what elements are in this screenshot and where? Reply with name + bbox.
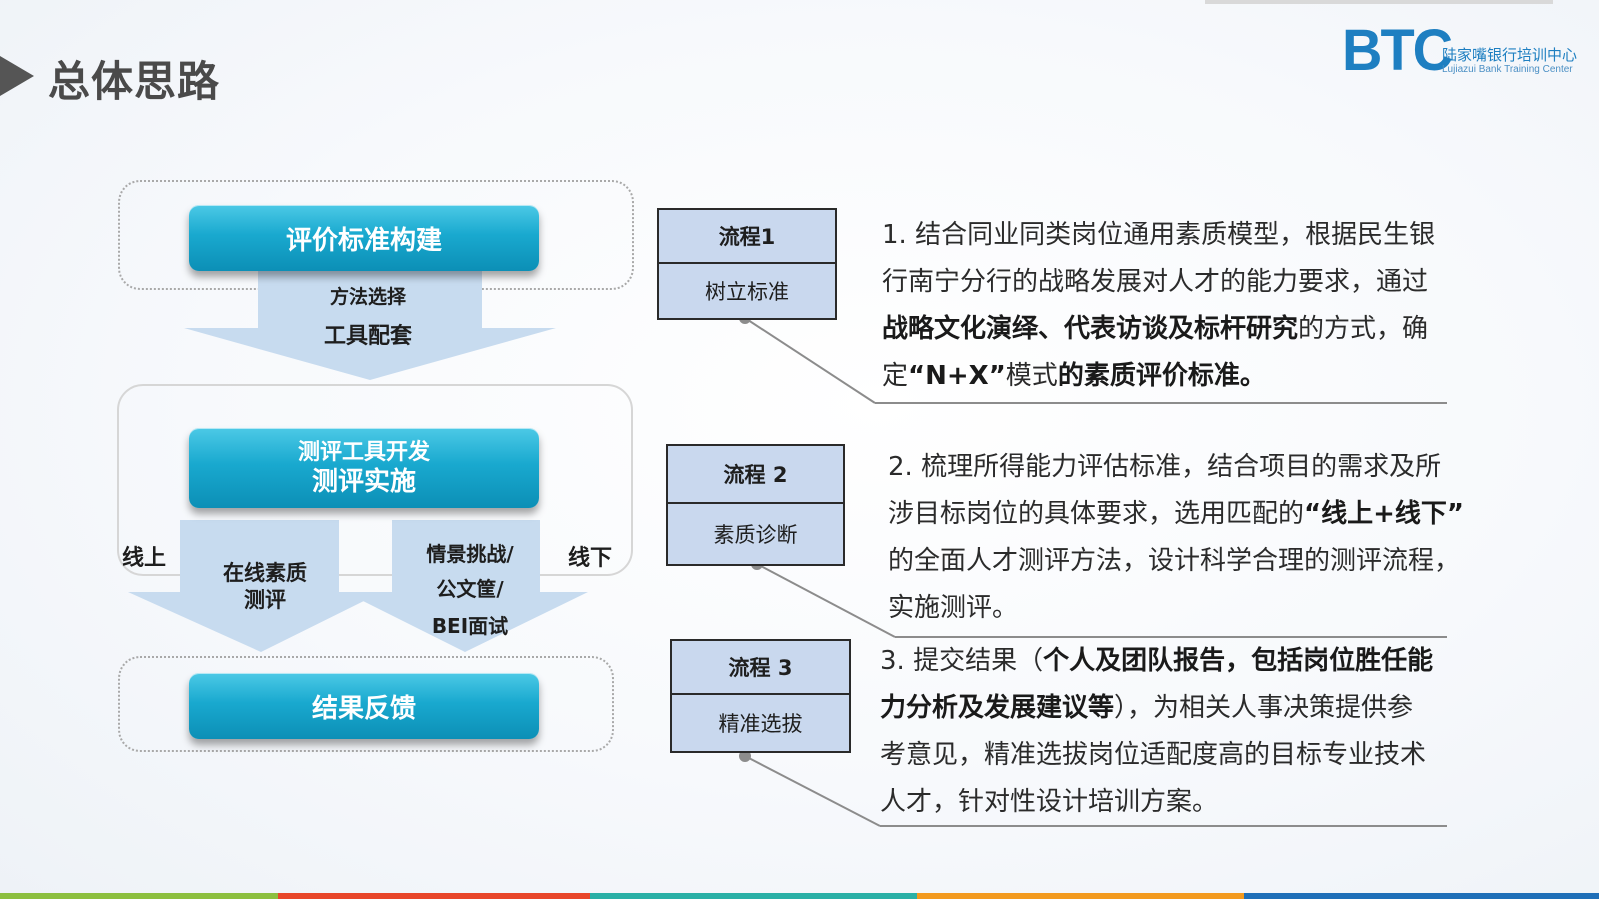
btc-logo: BTC 陆家嘴银行培训中心 Lujiazui Bank Training Cen… bbox=[1342, 16, 1582, 83]
stage3-frame bbox=[118, 656, 614, 752]
offline-label: 线下 bbox=[568, 546, 613, 571]
desc3-seg-bold: 力分析及发展建议等 bbox=[880, 693, 1115, 723]
step-criteria-label: 评价标准构建 bbox=[285, 225, 442, 256]
online-method-line2: 测评 bbox=[244, 588, 286, 612]
desc3-seg-bold: 个人及团队报告，包括岗位胜任能 bbox=[1043, 646, 1434, 676]
desc1-seg: 定 bbox=[882, 361, 909, 391]
step-assessment-line1: 测评工具开发 bbox=[297, 440, 430, 465]
desc2-seg: 2. 梳理所得能力评估标准，结合项目的需求及所 bbox=[888, 452, 1442, 482]
desc2-seg: 涉目标岗位的具体要求，选用匹配的 bbox=[888, 499, 1305, 529]
desc1-seg: 行南宁分行的战略发展对人才的能力要求，通过 bbox=[882, 267, 1429, 297]
offline-method-line1: 情景挑战/ bbox=[426, 542, 514, 566]
down-arrow-online bbox=[128, 520, 382, 652]
bottom-strip-orange bbox=[917, 893, 1244, 899]
step-assessment: 测评工具开发 测评实施 bbox=[189, 428, 539, 508]
process-box-2: 流程 2 素质诊断 bbox=[666, 444, 845, 566]
step-result-feedback: 结果反馈 bbox=[189, 673, 539, 739]
process-1-label: 流程1 bbox=[659, 210, 835, 264]
desc1-underline bbox=[875, 402, 1447, 404]
desc2-seg: 实施测评。 bbox=[888, 593, 1019, 623]
stage2-frame bbox=[117, 384, 633, 576]
arrow1-label-tools: 工具配套 bbox=[323, 324, 412, 349]
desc1-seg: 的方式，确 bbox=[1298, 314, 1429, 344]
desc3-underline bbox=[880, 825, 1447, 827]
offline-method-line3: BEI面试 bbox=[431, 614, 509, 638]
desc3-seg: 3. 提交结果（ bbox=[880, 646, 1044, 676]
logo-mark: BTC bbox=[1342, 16, 1453, 83]
desc2-seg: 的全面人才测评方法，设计科学合理的测评流程， bbox=[888, 546, 1461, 576]
process-3-label: 流程 3 bbox=[672, 641, 849, 695]
desc3-seg: 人才，针对性设计培训方案。 bbox=[880, 787, 1219, 817]
page-title: 总体思路 bbox=[48, 57, 221, 106]
desc3-seg: ），为相关人事决策提供参 bbox=[1114, 693, 1414, 723]
process-2-label: 流程 2 bbox=[668, 446, 843, 504]
online-label: 线上 bbox=[122, 546, 167, 571]
process-2-name: 素质诊断 bbox=[713, 523, 798, 547]
step-assessment-line2: 测评实施 bbox=[311, 467, 416, 497]
step-result-label: 结果反馈 bbox=[311, 693, 416, 724]
bottom-strip-blue bbox=[1244, 893, 1599, 899]
title-arrow-icon bbox=[0, 56, 34, 96]
process-box-3: 流程 3 精准选拔 bbox=[670, 639, 851, 753]
desc1-seg: 模式 bbox=[1005, 361, 1058, 391]
offline-method-line2: 公文筐/ bbox=[436, 577, 504, 601]
step-criteria-build: 评价标准构建 bbox=[189, 205, 539, 271]
desc2-underline bbox=[895, 636, 1447, 638]
desc1-seg-bold: 的素质评价标准。 bbox=[1057, 361, 1266, 391]
bottom-strip-green bbox=[0, 893, 278, 899]
desc-step2: 2. 梳理所得能力评估标准，结合项目的需求及所 涉目标岗位的具体要求，选用匹配的… bbox=[888, 444, 1488, 632]
bottom-strip-teal bbox=[590, 893, 917, 899]
desc1-seg: 1. 结合同业同类岗位通用素质模型，根据民生银 bbox=[882, 220, 1436, 250]
bottom-strip-red bbox=[278, 893, 590, 899]
desc3-seg: 考意见，精准选拔岗位适配度高的目标专业技术 bbox=[880, 740, 1427, 770]
process-3-name: 精准选拔 bbox=[718, 712, 803, 736]
desc2-seg-bold: “线上+线下” bbox=[1304, 499, 1464, 529]
online-method-line1: 在线素质 bbox=[223, 561, 307, 585]
logo-cn-name: 陆家嘴银行培训中心 bbox=[1442, 46, 1578, 64]
top-decor-bar bbox=[1205, 0, 1553, 4]
arrow1-label-method: 方法选择 bbox=[329, 286, 406, 308]
desc1-seg-bold: “N+X” bbox=[908, 361, 1006, 391]
logo-en-name: Lujiazui Bank Training Center bbox=[1442, 64, 1573, 75]
down-arrow-offline bbox=[345, 520, 588, 652]
desc1-seg-bold: 战略文化演绎、代表访谈及标杆研究 bbox=[882, 314, 1299, 344]
process-box-1: 流程1 树立标准 bbox=[657, 208, 837, 320]
down-arrow-1 bbox=[184, 270, 556, 380]
desc-step1: 1. 结合同业同类岗位通用素质模型，根据民生银 行南宁分行的战略发展对人才的能力… bbox=[882, 212, 1462, 400]
desc-step3: 3. 提交结果（个人及团队报告，包括岗位胜任能 力分析及发展建议等），为相关人事… bbox=[880, 638, 1460, 826]
process-1-name: 树立标准 bbox=[705, 280, 789, 304]
